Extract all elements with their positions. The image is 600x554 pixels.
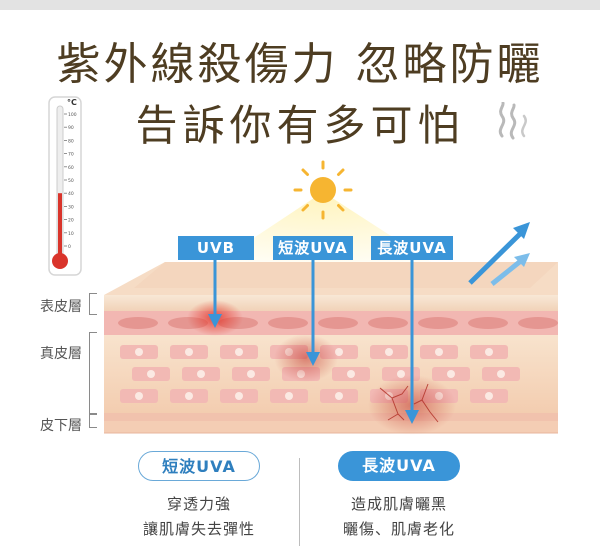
epidermis-label: 表皮層 [40,299,82,315]
headline-line-1: 紫外線殺傷力 忽略防曬 [56,39,544,90]
short-uva-desc-2: 讓肌膚失去彈性 [142,520,255,538]
thermometer-tick-label: 60 [68,165,74,171]
cell-nucleus [347,370,355,378]
long-uva-label: 長波UVA [371,236,453,260]
short-uva-pill: 短波UVA [138,451,260,481]
epidermis-cell [318,317,358,329]
long-uva-desc-2: 曬傷、肌膚老化 [342,520,455,538]
subcutaneous-bracket [89,414,97,428]
cell-nucleus [447,370,455,378]
uvb-label: UVB [178,236,254,260]
epidermis-cell [468,317,508,329]
long-uva-pill: 長波UVA [338,451,460,481]
skin-crack-lines [379,383,439,423]
short-uva-label: 短波UVA [273,236,353,260]
cell-nucleus [435,348,443,356]
long-uva-arrow-icon [405,259,419,424]
thermometer-tick-label: 0 [68,244,71,250]
cell-nucleus [135,348,143,356]
cell-nucleus [147,370,155,378]
steam-icon [498,102,527,140]
thermometer-tick-label: 100 [68,112,77,118]
cell-nucleus [335,392,343,400]
epidermis-bracket [89,293,97,315]
thermometer-tick-label: 70 [68,152,74,158]
epidermis-cell [368,317,408,329]
cell-nucleus [235,348,243,356]
thermometer-tick-label: 80 [68,138,74,144]
thermometer-tick-label: 40 [68,191,74,197]
cell-nucleus [235,392,243,400]
thermometer-tick-label: 20 [68,218,74,224]
short-uva-arrow-icon [306,259,320,366]
subcutaneous-band [104,421,558,433]
cell-nucleus [197,370,205,378]
cell-nucleus [185,392,193,400]
epidermis-cell [118,317,158,329]
cell-nucleus [135,392,143,400]
epidermis-cell [518,317,558,329]
short-uva-damage-spot [274,334,338,382]
cell-nucleus [485,392,493,400]
cell-nucleus [497,370,505,378]
cell-nucleus [385,348,393,356]
thermometer-unit: °C [67,98,77,107]
comparison-divider [299,458,300,546]
subcutaneous-label: 皮下層 [40,418,82,434]
sun-icon [293,160,353,220]
top-divider-strip [0,0,600,10]
cell-nucleus [185,348,193,356]
cell-nucleus [285,392,293,400]
dermis-label: 真皮層 [40,346,82,362]
thermometer-tick-label: 10 [68,231,74,237]
short-uva-desc-1: 穿透力強 [166,495,231,513]
epidermis-cell [268,317,308,329]
thermometer-tick-label: 30 [68,204,74,210]
cell-nucleus [485,348,493,356]
dermis-bracket [89,332,97,414]
epidermis-cell [418,317,458,329]
long-uva-desc-1: 造成肌膚曬黑 [350,495,447,513]
uvb-arrow-icon [208,259,222,328]
reflection-arrow-icon [468,222,530,286]
headline-line-2: 告訴你有多可怕 [135,101,465,150]
epidermis-band [104,295,558,311]
thermometer-tick-label: 50 [68,178,74,184]
cell-nucleus [247,370,255,378]
thermometer-tick-label: 90 [68,125,74,131]
